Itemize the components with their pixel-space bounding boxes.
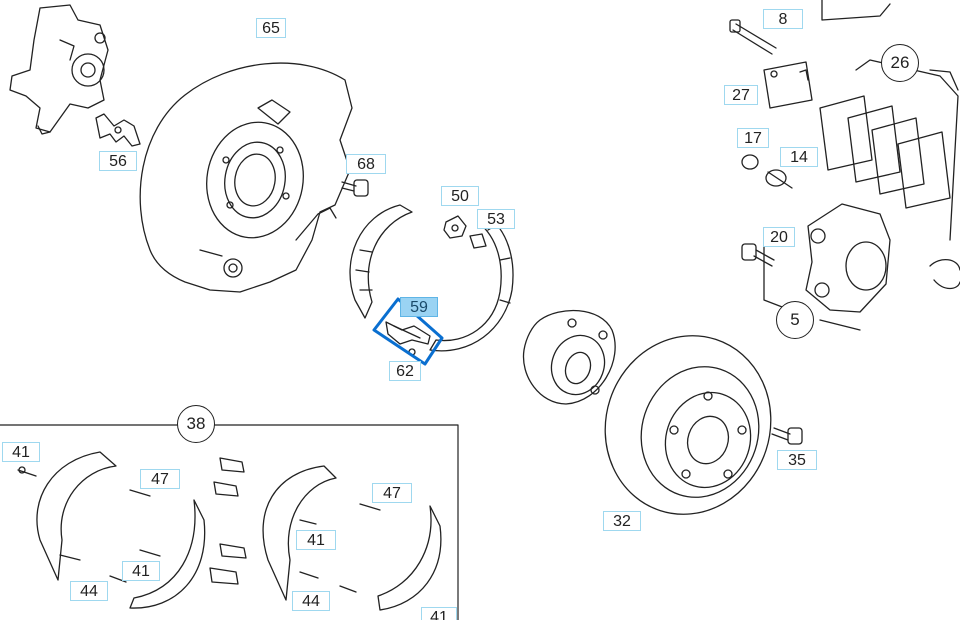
wheel-hub bbox=[522, 309, 616, 405]
caliper-mount-bolt bbox=[741, 243, 775, 267]
brake-pads bbox=[819, 59, 959, 241]
callout-41-d[interactable]: 41 bbox=[421, 607, 457, 620]
callout-68[interactable]: 68 bbox=[346, 154, 386, 174]
callout-47-a[interactable]: 47 bbox=[140, 469, 180, 489]
selection-box bbox=[372, 297, 444, 366]
dust-shield bbox=[139, 62, 353, 293]
callout-20[interactable]: 20 bbox=[763, 227, 795, 247]
callout-56[interactable]: 56 bbox=[99, 151, 137, 171]
callout-41-b[interactable]: 41 bbox=[122, 561, 160, 581]
callout-44-b[interactable]: 44 bbox=[292, 591, 330, 611]
callout-47-b[interactable]: 47 bbox=[372, 483, 412, 503]
callout-circle-26[interactable]: 26 bbox=[881, 44, 919, 82]
adjuster bbox=[443, 215, 487, 249]
callout-35[interactable]: 35 bbox=[777, 450, 817, 470]
guide-pin bbox=[729, 19, 777, 55]
brake-caliper bbox=[763, 203, 960, 331]
callout-41-a[interactable]: 41 bbox=[2, 442, 40, 462]
callout-32[interactable]: 32 bbox=[603, 511, 641, 531]
kit-bolts bbox=[209, 457, 247, 585]
adjuster-spring bbox=[385, 321, 431, 356]
callout-14[interactable]: 14 bbox=[780, 147, 818, 167]
kit-border bbox=[0, 424, 459, 620]
brake-disc bbox=[604, 335, 772, 515]
caliper-bolt bbox=[771, 427, 803, 445]
bracket-clip bbox=[95, 113, 141, 147]
callout-17[interactable]: 17 bbox=[737, 128, 769, 148]
callout-circle-38[interactable]: 38 bbox=[177, 405, 215, 443]
callout-44-a[interactable]: 44 bbox=[70, 581, 108, 601]
callout-53[interactable]: 53 bbox=[477, 209, 515, 229]
callout-27[interactable]: 27 bbox=[724, 85, 758, 105]
callout-50[interactable]: 50 bbox=[441, 186, 479, 206]
callout-8[interactable]: 8 bbox=[763, 9, 803, 29]
kit-brake-shoes-right bbox=[262, 465, 442, 611]
steering-knuckle bbox=[9, 4, 109, 135]
callout-59[interactable]: 59 bbox=[400, 297, 438, 317]
anti-squeal-shim bbox=[763, 61, 813, 109]
bracket-top bbox=[821, 0, 891, 21]
bushings bbox=[741, 154, 793, 189]
callout-62[interactable]: 62 bbox=[389, 361, 421, 381]
bolt bbox=[341, 179, 369, 197]
callout-41-c[interactable]: 41 bbox=[296, 530, 336, 550]
callout-circle-5[interactable]: 5 bbox=[776, 301, 814, 339]
callout-65[interactable]: 65 bbox=[256, 18, 286, 38]
kit-brake-shoes-left bbox=[17, 451, 206, 609]
